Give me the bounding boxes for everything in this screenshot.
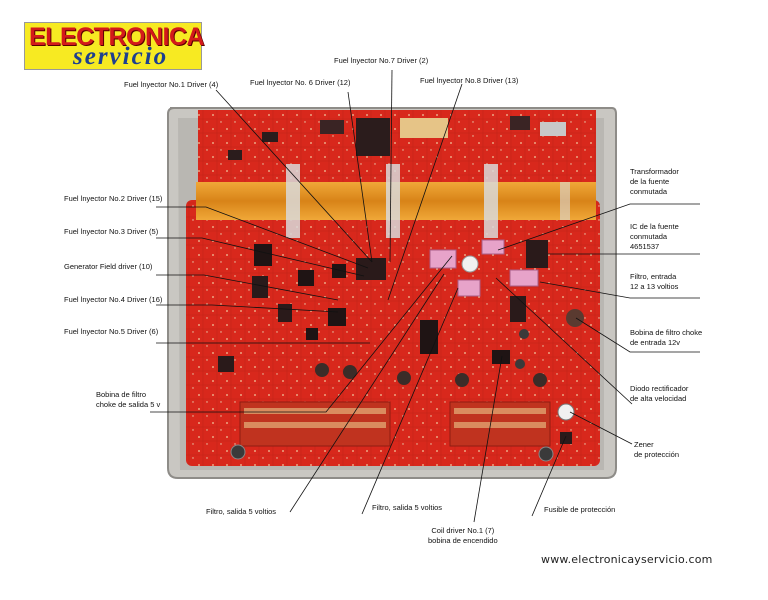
label-filtro-entrada: Filtro, entrada 12 a 13 voltios [630, 272, 679, 291]
leader-zener [569, 411, 633, 445]
leader-filtro-salida-left [289, 273, 445, 513]
leader-injector8 [387, 83, 463, 301]
label-filtro-salida-left: Filtro, salida 5 voltios [206, 507, 277, 516]
label-filtro-salida-mid: Filtro, salida 5 voltios [372, 503, 443, 512]
label-injector-5: Fuel lnyector No.5 Driver (6) [64, 327, 159, 336]
leader-bobina-salida [150, 255, 453, 413]
label-transformador: Transformador de la fuente conmutada [630, 167, 679, 196]
logo-brand-text: ELECTRONICA [29, 23, 205, 51]
label-injector-2: Fuel lnyector No.2 Driver (15) [64, 194, 163, 203]
pcb-components [218, 239, 584, 462]
leader-injector3 [156, 237, 365, 277]
leader-coil-driver [473, 355, 503, 523]
label-injector-3: Fuel lnyector No.3 Driver (5) [64, 227, 159, 236]
leader-injector7 [389, 69, 393, 263]
electronica-servicio-logo: ELECTRONICA servicio [24, 22, 205, 70]
label-ic-fuente: IC de la fuente conmutada 4651537 [630, 222, 679, 251]
label-injector-8: Fuel lnyector No.8 Driver (13) [420, 76, 519, 85]
leader-injector6 [347, 91, 373, 263]
leader-injector4 [156, 304, 339, 313]
label-bobina-salida: Bobina de filtro choke de salida 5 v [96, 390, 161, 409]
label-zener: Zener de protección [634, 440, 680, 459]
label-coil-driver: Coil driver No.1 (7) bobina de encendido [428, 526, 498, 545]
label-injector-6: Fuel lnyector No. 6 Driver (12) [250, 78, 351, 87]
label-bobina-entrada: Bobina de filtro choke de entrada 12v [630, 328, 703, 347]
leader-transformador [497, 203, 700, 251]
leader-lines [150, 69, 700, 523]
footer-website-url: www.electronicayservicio.com [541, 553, 713, 566]
leader-generator [156, 274, 339, 301]
leader-injector2 [156, 206, 369, 269]
leader-filtro-entrada [539, 281, 700, 299]
leader-bobina-entrada [575, 317, 700, 353]
label-fusible: Fusible de protección [544, 505, 616, 514]
label-injector-4: Fuel lnyector No.4 Driver (16) [64, 295, 163, 304]
flex-cable [196, 164, 596, 238]
label-injector-7: Fuel lnyector No.7 Driver (2) [334, 56, 429, 65]
logo-sub-text: servicio [73, 43, 169, 70]
leader-diodo [495, 277, 633, 405]
leader-filtro-salida-mid [361, 287, 459, 515]
label-injector-1: Fuel lnyector No.1 Driver (4) [124, 80, 219, 89]
label-generator-field: Generator Field driver (10) [64, 262, 153, 271]
leader-injector1 [215, 89, 373, 263]
leader-fusible [531, 435, 567, 517]
label-diodo: Diodo rectificador de alta velocidad [630, 384, 689, 403]
